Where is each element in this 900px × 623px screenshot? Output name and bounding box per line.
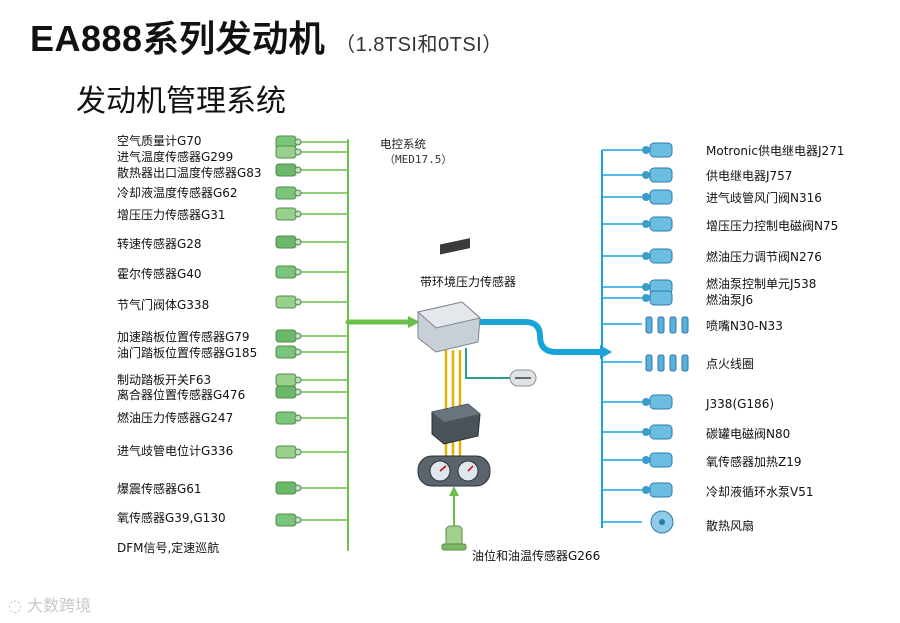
output-label: 点火线圈 xyxy=(706,357,755,371)
oil-sensor-label: 油位和油温传感器G266 xyxy=(472,549,601,563)
input-label: 散热器出口温度传感器G83 xyxy=(117,166,262,180)
input-lines xyxy=(299,139,411,551)
brake-switch-icon xyxy=(275,373,302,387)
input-label: 进气温度传感器G299 xyxy=(117,150,234,164)
input-label: 氧传感器G39,G130 xyxy=(117,511,226,525)
page-title: EA888系列发动机 （1.8TSI和0TSI） xyxy=(30,10,503,62)
pressure-regulator-icon xyxy=(642,248,673,264)
output-label: 散热风扇 xyxy=(706,519,755,533)
input-label: 转速传感器G28 xyxy=(117,237,202,251)
output-label: 增压压力控制电磁阀N75 xyxy=(706,219,839,233)
coolant-pump-icon xyxy=(642,482,673,498)
manifold-potentiometer-icon xyxy=(275,445,302,459)
ecu-label: 电控系统 xyxy=(380,137,426,151)
intake-temp-sensor-icon xyxy=(275,145,302,159)
input-label: 节气门阀体G338 xyxy=(117,298,210,312)
page-subtitle: 发动机管理系统 xyxy=(76,84,286,119)
oil-level-sensor-icon xyxy=(441,525,467,551)
pressure-sensor-label: 带环境压力传感器 xyxy=(420,275,517,289)
oxygen-heater-icon xyxy=(642,452,673,468)
oxygen-sensor-icon xyxy=(275,513,302,527)
boost-pressure-sensor-icon xyxy=(275,207,302,221)
ecu-model: （MED17.5） xyxy=(384,153,453,166)
output-label: 进气歧管风门阀N316 xyxy=(706,191,822,205)
speed-sensor-icon xyxy=(275,235,302,249)
output-label: 冷却液循环水泵V51 xyxy=(706,485,814,499)
radiator-temp-sensor-icon xyxy=(275,163,302,177)
input-label: 增压压力传感器G31 xyxy=(117,208,226,222)
fan-icon xyxy=(650,510,674,534)
throttle-body-icon xyxy=(275,295,302,309)
output-main-line xyxy=(478,319,600,355)
output-label: J338(G186) xyxy=(706,397,775,411)
injector-icon xyxy=(645,316,689,334)
output-label: Motronic供电继电器J271 xyxy=(706,144,845,158)
output-label: 碳罐电磁阀N80 xyxy=(706,427,791,441)
input-label: 离合器位置传感器G476 xyxy=(117,388,246,402)
fuel-pressure-sensor-icon xyxy=(275,411,302,425)
input-label: 爆震传感器G61 xyxy=(117,482,202,496)
instrument-cluster-icon xyxy=(417,455,491,487)
accelerator-pedal-icon xyxy=(275,329,302,343)
throttle-pedal-icon xyxy=(275,345,302,359)
output-label: 燃油泵控制单元J538 xyxy=(706,277,817,291)
throttle-actuator-icon xyxy=(642,394,673,410)
watermark: ◌ 大数跨境 xyxy=(8,592,91,616)
output-lines xyxy=(478,150,603,528)
title-text: EA888系列发动机 xyxy=(30,18,326,59)
coolant-temp-sensor-icon xyxy=(275,186,302,200)
watermark-text: 大数跨境 xyxy=(27,596,92,615)
oil-sensor-arrow xyxy=(449,486,459,496)
input-label: 空气质量计G70 xyxy=(117,134,202,148)
input-label: 燃油压力传感器G247 xyxy=(117,411,234,425)
output-label: 喷嘴N30-N33 xyxy=(706,319,783,333)
output-arrow xyxy=(600,345,612,359)
input-label: 制动踏板开关F63 xyxy=(117,373,212,387)
output-label: 氧传感器加热Z19 xyxy=(706,455,802,469)
input-label: 霍尔传感器G40 xyxy=(117,267,202,281)
knock-sensor-icon xyxy=(275,481,302,495)
fuel-pump-icon xyxy=(642,290,673,306)
gateway-module-icon xyxy=(431,403,481,445)
watermark-icon: ◌ xyxy=(8,596,22,615)
clutch-sensor-icon xyxy=(275,385,302,399)
output-label: 燃油泵J6 xyxy=(706,293,754,307)
input-label: 进气歧管电位计G336 xyxy=(117,444,234,458)
hall-sensor-icon xyxy=(275,265,302,279)
map-sensor-icon xyxy=(509,369,537,387)
input-label: 油门踏板位置传感器G185 xyxy=(117,346,258,360)
solenoid-valve-icon xyxy=(642,216,673,232)
input-label: 冷却液温度传感器G62 xyxy=(117,186,238,200)
ignition-coil-icon xyxy=(645,354,689,372)
title-suffix: （1.8TSI和0TSI） xyxy=(335,34,503,56)
output-label: 供电继电器J757 xyxy=(706,169,793,183)
can-line xyxy=(465,348,510,379)
ecu-unit-icon xyxy=(416,238,482,353)
canister-valve-icon xyxy=(642,424,673,440)
output-label: 燃油压力调节阀N276 xyxy=(706,250,822,264)
input-label: 加速踏板位置传感器G79 xyxy=(117,330,250,344)
relay-icon xyxy=(642,167,673,183)
input-label: DFM信号,定速巡航 xyxy=(117,541,220,555)
input-arrow xyxy=(408,316,420,328)
valve-icon xyxy=(642,189,673,205)
relay-icon xyxy=(642,142,673,158)
